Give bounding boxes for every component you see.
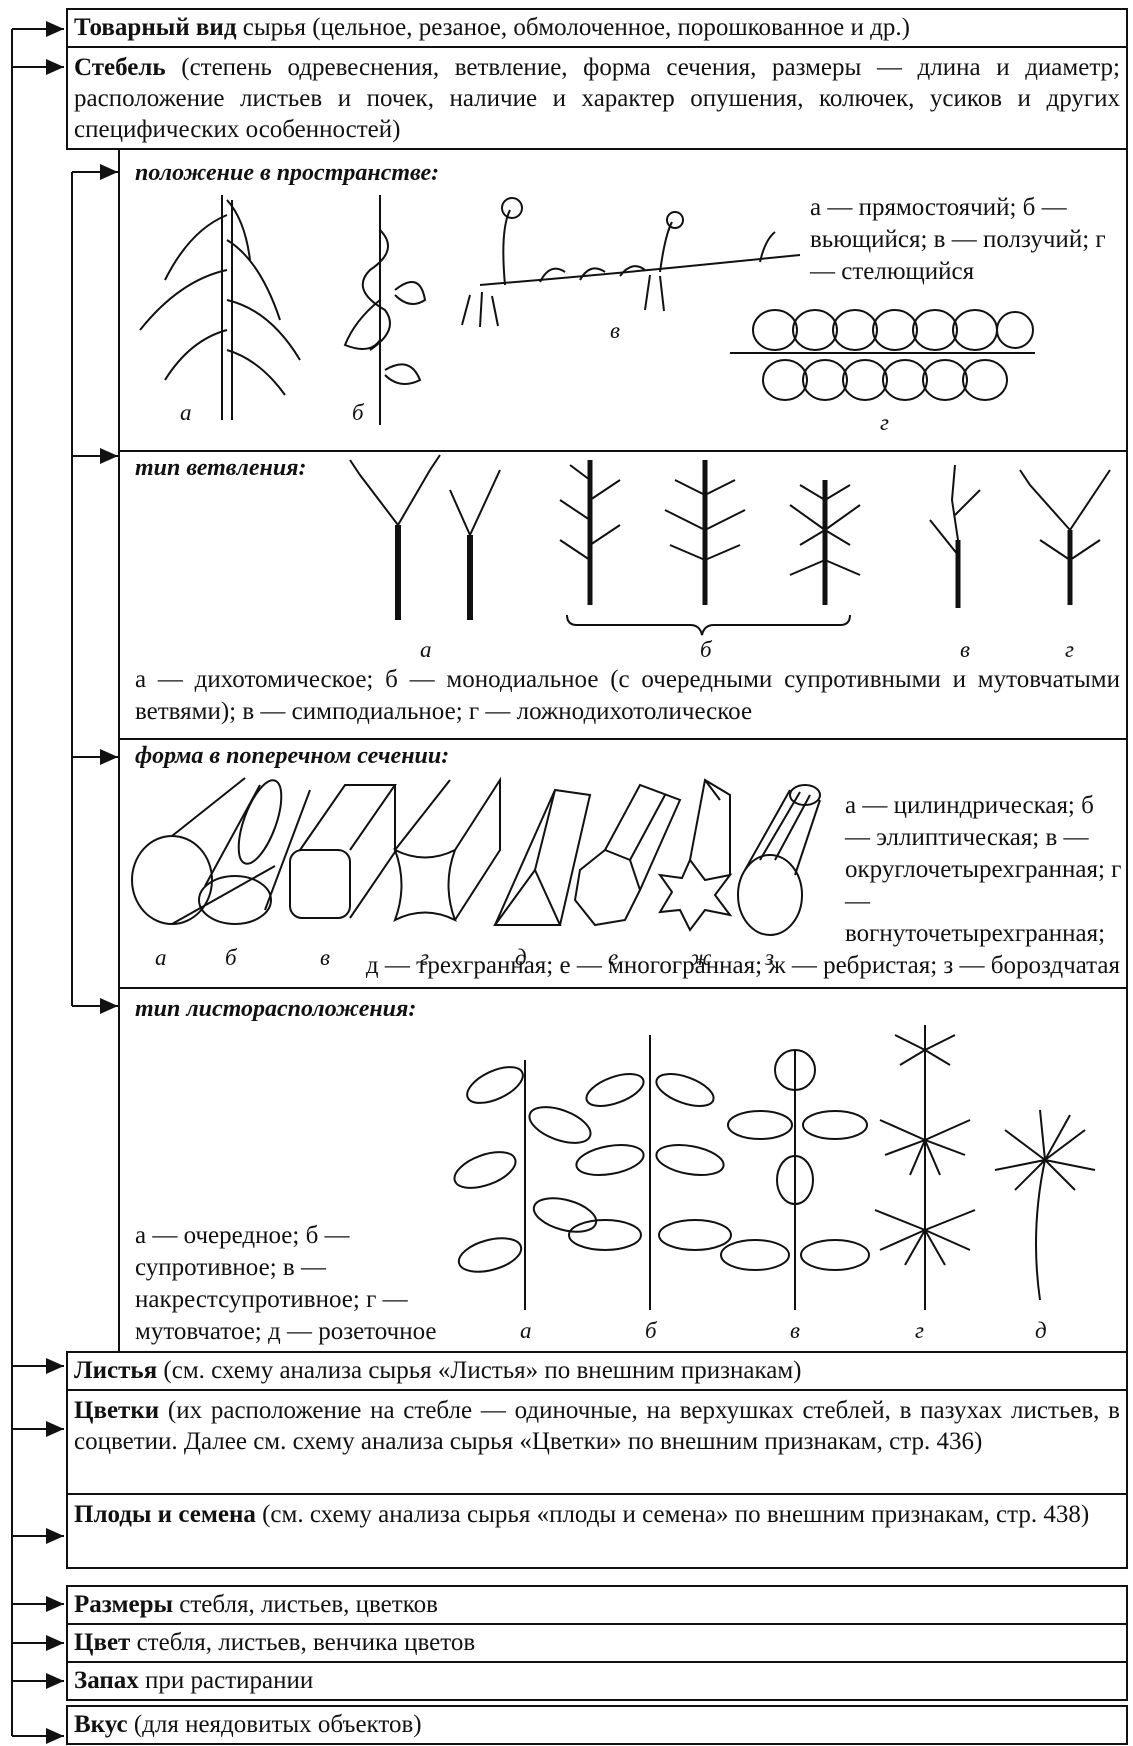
color-text: Цвет стебля, листьев, венчика цветов xyxy=(74,1627,1120,1658)
smell-text: Запах при растирании xyxy=(74,1665,1120,1696)
smell-head: Запах xyxy=(74,1667,139,1694)
taste-rest: (для неядовитых объектов) xyxy=(128,1711,422,1738)
taste-head: Вкус xyxy=(74,1711,128,1738)
leaves-rest: (см. схему анализа сырья «Листья» по вне… xyxy=(157,1357,801,1384)
taste-text: Вкус (для неядовитых объектов) xyxy=(74,1709,1120,1740)
fruits-text: Плоды и семена (см. схему анализа сырья … xyxy=(74,1499,1120,1530)
leaf-label-v: в xyxy=(790,1318,800,1344)
sizes-text: Размеры стебля, листьев, цветков xyxy=(74,1589,1120,1620)
sizes-rest: стебля, листьев, цветков xyxy=(173,1591,438,1618)
sizes-head: Размеры xyxy=(74,1591,173,1618)
leaf-label-b: б xyxy=(645,1318,657,1344)
flowers-text: Цветки (их расположение на стебле — один… xyxy=(74,1395,1120,1457)
color-rest: стебля, листьев, венчика цветов xyxy=(130,1629,475,1656)
leaf-label-g: г xyxy=(915,1318,924,1344)
whorled-leaf-drawing xyxy=(875,1025,975,1310)
leaf-label-a: а xyxy=(520,1318,532,1344)
decussate-leaf-drawing xyxy=(721,1050,869,1310)
smell-rest: при растирании xyxy=(139,1667,314,1694)
rosette-leaf-drawing xyxy=(995,1110,1095,1300)
flowers-head: Цветки xyxy=(74,1397,159,1424)
fruits-head: Плоды и семена xyxy=(74,1501,256,1528)
leaf-label-d: д xyxy=(1035,1318,1047,1344)
fruits-rest: (см. схему анализа сырья «плоды и семена… xyxy=(256,1501,1089,1528)
leaves-text: Листья (см. схему анализа сырья «Листья»… xyxy=(74,1355,1120,1386)
leaves-head: Листья xyxy=(74,1357,157,1384)
flowers-rest: (их расположение на стебле — одиночные, … xyxy=(74,1397,1120,1455)
opposite-leaf-drawing xyxy=(569,1035,731,1310)
alternate-leaf-drawing xyxy=(450,1060,600,1310)
color-head: Цвет xyxy=(74,1629,130,1656)
